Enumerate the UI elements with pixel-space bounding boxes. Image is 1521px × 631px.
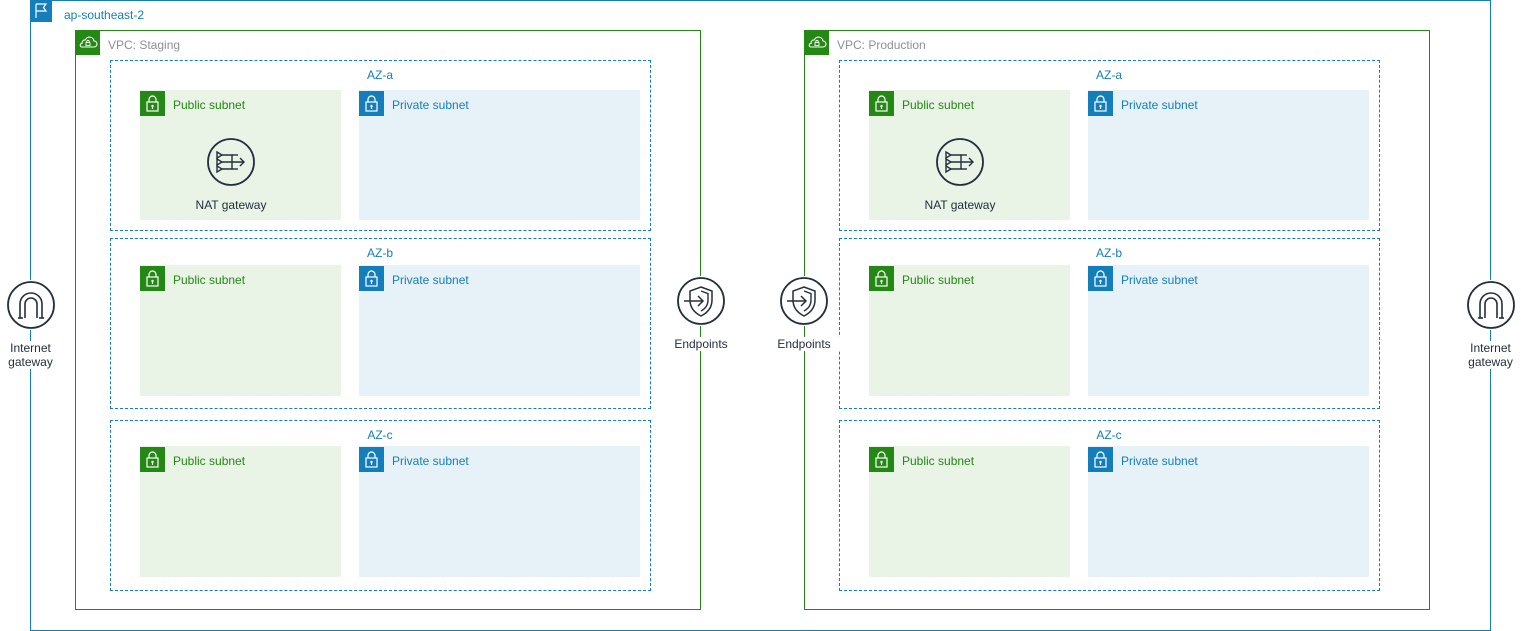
public-subnet-staging-b [140, 265, 341, 396]
private-subnet-label: Private subnet [392, 98, 469, 112]
public-subnet-label: Public subnet [902, 98, 975, 112]
az-group-production-a [839, 60, 1380, 231]
public-subnet-lock-box [140, 266, 165, 291]
az-group-staging-b [110, 238, 651, 409]
private-subnet-label: Private subnet [1121, 454, 1198, 468]
region-flag-box [30, 0, 52, 22]
internet-gateway-left [6, 280, 56, 330]
az-group-production-b [839, 238, 1380, 409]
vpc-production-icon-box [804, 30, 829, 55]
private-subnet-lock-box [359, 266, 384, 291]
lock-icon [1088, 447, 1113, 472]
az-label-staging-b: AZ-b [366, 246, 393, 260]
internet-gateway-right [1466, 280, 1516, 330]
internet-gateway-label-line2: gateway [8, 355, 53, 369]
vpc-production-label: VPC: Production [837, 38, 926, 52]
private-subnet-label: Private subnet [1121, 98, 1198, 112]
az-group-staging-c [110, 420, 651, 591]
internet-gateway-icon [1466, 280, 1516, 330]
lock-icon [359, 447, 384, 472]
lock-icon [1088, 91, 1113, 116]
public-subnet-label: Public subnet [173, 273, 246, 287]
public-subnet-label: Public subnet [173, 98, 246, 112]
private-subnet-label: Private subnet [1121, 273, 1198, 287]
lock-icon [359, 266, 384, 291]
public-subnet-lock-box [140, 447, 165, 472]
nat-gateway-staging [206, 137, 256, 187]
internet-gateway-label-line1: Internet [1470, 341, 1511, 355]
vpc-endpoint-icon [779, 276, 829, 326]
lock-icon [1088, 266, 1113, 291]
public-subnet-label: Public subnet [902, 454, 975, 468]
private-subnet-staging-b [359, 265, 640, 396]
private-subnet-label: Private subnet [392, 454, 469, 468]
private-subnet-production-b [1088, 265, 1369, 396]
nat-gateway-production [935, 137, 985, 187]
private-subnet-staging-a [359, 90, 640, 220]
az-group-production-c [839, 420, 1380, 591]
vpc-endpoint-icon [676, 276, 726, 326]
nat-gateway-label: NAT gateway [195, 198, 267, 212]
private-subnet-lock-box [1088, 91, 1113, 116]
private-subnet-lock-box [1088, 447, 1113, 472]
public-subnet-production-c [869, 446, 1070, 577]
internet-gateway-label-line1: Internet [10, 341, 51, 355]
nat-gateway-label: NAT gateway [924, 198, 996, 212]
vpc-cloud-icon [804, 30, 829, 55]
public-subnet-lock-box [869, 447, 894, 472]
region-label: ap-southeast-2 [64, 8, 145, 22]
lock-icon [140, 91, 165, 116]
az-label-staging-a: AZ-a [366, 68, 393, 82]
private-subnet-lock-box [1088, 266, 1113, 291]
lock-icon [869, 91, 894, 116]
private-subnet-label: Private subnet [392, 273, 469, 287]
private-subnet-lock-box [359, 447, 384, 472]
public-subnet-lock-box [869, 91, 894, 116]
nat-gateway-icon [935, 137, 985, 187]
az-group-staging-a [110, 60, 651, 231]
endpoints-staging [676, 276, 726, 326]
private-subnet-staging-c [359, 446, 640, 577]
public-subnet-label: Public subnet [902, 273, 975, 287]
endpoints-label: Endpoints [661, 337, 741, 351]
az-label-production-b: AZ-b [1095, 246, 1122, 260]
public-subnet-staging-c [140, 446, 341, 577]
internet-gateway-icon [6, 280, 56, 330]
internet-gateway-label-line2: gateway [1468, 355, 1513, 369]
vpc-staging-icon-box [75, 30, 100, 55]
lock-icon [869, 447, 894, 472]
internet-gateway-label: Internet gateway [1460, 341, 1521, 369]
public-subnet-staging-a [140, 90, 341, 220]
vpc-cloud-icon [75, 30, 100, 55]
endpoints-label: Endpoints [764, 337, 844, 351]
lock-icon [140, 447, 165, 472]
public-subnet-lock-box [140, 91, 165, 116]
az-label-production-a: AZ-a [1095, 68, 1122, 82]
public-subnet-production-a [869, 90, 1070, 220]
internet-gateway-label: Internet gateway [0, 341, 61, 369]
public-subnet-lock-box [869, 266, 894, 291]
nat-gateway-icon [206, 137, 256, 187]
public-subnet-production-b [869, 265, 1070, 396]
private-subnet-lock-box [359, 91, 384, 116]
az-label-production-c: AZ-c [1096, 428, 1122, 442]
lock-icon [359, 91, 384, 116]
public-subnet-label: Public subnet [173, 454, 246, 468]
endpoints-production [779, 276, 829, 326]
private-subnet-production-c [1088, 446, 1369, 577]
az-label-staging-c: AZ-c [367, 428, 393, 442]
vpc-staging-label: VPC: Staging [108, 38, 181, 52]
lock-icon [869, 266, 894, 291]
flag-icon [30, 0, 52, 22]
lock-icon [140, 266, 165, 291]
private-subnet-production-a [1088, 90, 1369, 220]
